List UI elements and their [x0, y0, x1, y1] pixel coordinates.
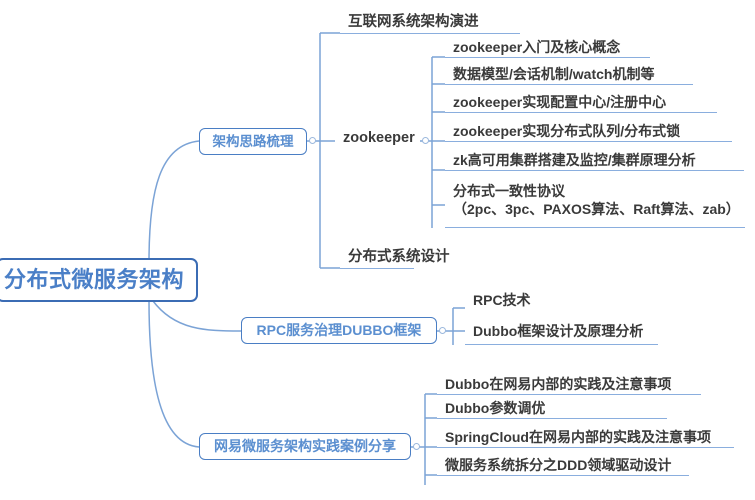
leaf-dubbo-design-principles-label: Dubbo框架设计及原理分析: [473, 323, 644, 340]
leaf-zk-distributed-queue-lock-label: zookeeper实现分布式队列/分布式锁: [453, 122, 681, 139]
branch-node-architecture[interactable]: 架构思路梳理: [199, 128, 307, 155]
leaf-microservice-ddd-split-label: 微服务系统拆分之DDD领域驱动设计: [445, 456, 672, 473]
leaf-distributed-system-design-label: 分布式系统设计: [348, 249, 450, 266]
root-node[interactable]: 分布式微服务架构: [0, 258, 198, 302]
leaf-zk-data-model-session-watch-label: 数据模型/会话机制/watch机制等: [453, 65, 655, 82]
leaf-zk-consistency-protocol-line2: （2pc、3pc、PAXOS算法、Raft算法、zab）: [453, 201, 740, 218]
leaf-zk-config-registry-center-label: zookeeper实现配置中心/注册中心: [453, 93, 667, 110]
leaf-dubbo-design-principles[interactable]: Dubbo框架设计及原理分析: [465, 321, 658, 345]
collapse-dot-branch1[interactable]: [309, 137, 316, 144]
leaf-rpc-technology[interactable]: RPC技术: [465, 286, 535, 310]
wire-root-to-branch2: [152, 300, 242, 332]
leaf-dubbo-netease-practice-label: Dubbo在网易内部的实践及注意事项: [445, 375, 672, 392]
leaf-zk-consistency-protocol-line1: 分布式一致性协议: [453, 183, 565, 199]
collapse-dot-zookeeper[interactable]: [422, 137, 429, 144]
leaf-zk-ha-cluster-monitoring-label: zk高可用集群搭建及监控/集群原理分析: [453, 151, 696, 168]
leaf-zk-intro-core-concepts-label: zookeeper入门及核心概念: [453, 38, 621, 55]
leaf-rpc-technology-label: RPC技术: [473, 291, 531, 308]
leaf-internet-architecture-evolution[interactable]: 互联网系统架构演进: [340, 10, 520, 34]
leaf-zk-ha-cluster-monitoring[interactable]: zk高可用集群搭建及监控/集群原理分析: [445, 147, 744, 171]
root-node-label: 分布式微服务架构: [4, 267, 185, 293]
branch-node-architecture-label: 架构思路梳理: [212, 133, 294, 149]
branch-node-netease-microservice[interactable]: 网易微服务架构实践案例分享: [199, 433, 411, 460]
leaf-microservice-ddd-split[interactable]: 微服务系统拆分之DDD领域驱动设计: [437, 452, 689, 476]
leaf-springcloud-netease-practice[interactable]: SpringCloud在网易内部的实践及注意事项: [437, 424, 734, 448]
leaf-dubbo-parameter-tuning[interactable]: Dubbo参数调优: [437, 395, 667, 419]
leaf-internet-architecture-evolution-label: 互联网系统架构演进: [348, 14, 479, 31]
leaf-springcloud-netease-practice-label: SpringCloud在网易内部的实践及注意事项: [445, 428, 711, 445]
leaf-dubbo-netease-practice[interactable]: Dubbo在网易内部的实践及注意事项: [437, 371, 701, 395]
leaf-zk-intro-core-concepts[interactable]: zookeeper入门及核心概念: [445, 34, 650, 58]
branch-node-rpc-dubbo[interactable]: RPC服务治理DUBBO框架: [241, 317, 437, 344]
leaf-dubbo-parameter-tuning-label: Dubbo参数调优: [445, 399, 546, 416]
leaf-zookeeper-label: zookeeper: [343, 129, 415, 146]
branch-node-netease-microservice-label: 网易微服务架构实践案例分享: [214, 438, 396, 455]
wire-root-to-branch1: [148, 140, 200, 263]
wire-root-to-branch3: [148, 300, 200, 448]
leaf-zk-config-registry-center[interactable]: zookeeper实现配置中心/注册中心: [445, 89, 717, 113]
branch-node-rpc-dubbo-label: RPC服务治理DUBBO框架: [256, 322, 422, 339]
leaf-distributed-system-design[interactable]: 分布式系统设计: [340, 245, 450, 269]
leaf-zk-distributed-queue-lock[interactable]: zookeeper实现分布式队列/分布式锁: [445, 118, 732, 142]
collapse-dot-branch3[interactable]: [413, 443, 420, 450]
collapse-dot-branch2[interactable]: [439, 327, 446, 334]
leaf-zk-data-model-session-watch[interactable]: 数据模型/会话机制/watch机制等: [445, 61, 693, 85]
leaf-zk-consistency-protocol[interactable]: 分布式一致性协议 （2pc、3pc、PAXOS算法、Raft算法、zab）: [445, 180, 745, 228]
leaf-zookeeper[interactable]: zookeeper: [335, 127, 425, 151]
